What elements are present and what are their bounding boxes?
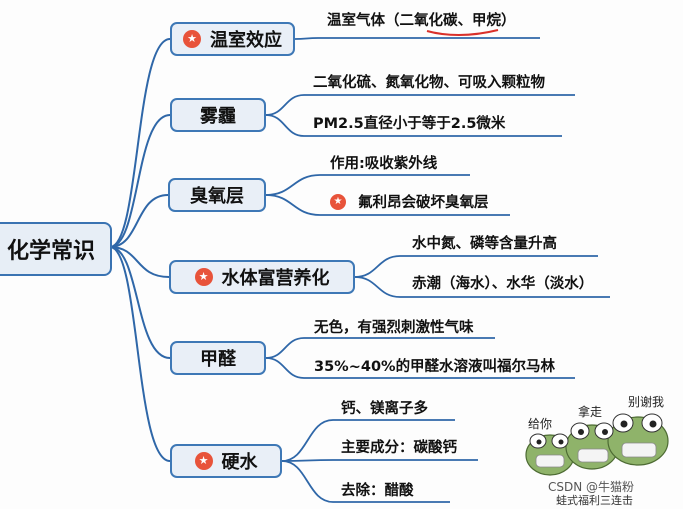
- frog-sticker: 给你 拿走 别谢我: [510, 385, 683, 505]
- sticker-bubble-2: 拿走: [578, 405, 603, 419]
- leaf-connector: [265, 114, 305, 137]
- leaf-connector: [281, 459, 334, 462]
- leaf-text: 二氧化硫、氮氧化物、可吸入颗粒物: [313, 75, 545, 91]
- branch-line: [109, 38, 171, 248]
- category-node-hard-water[interactable]: ★ 硬水: [170, 444, 282, 478]
- star-icon: ★: [194, 268, 213, 286]
- category-label: 雾霾: [200, 106, 236, 127]
- leaf-text: 水中氮、磷等含量升高: [412, 236, 557, 252]
- leaf-text: PM2.5直径小于等于2.5微米: [313, 116, 506, 132]
- star-icon: ★: [183, 30, 201, 48]
- leaf-pm25[interactable]: PM2.5直径小于等于2.5微米: [313, 112, 505, 133]
- category-label: 甲醛: [200, 349, 236, 370]
- category-node-smog[interactable]: 雾霾: [170, 98, 266, 132]
- watermark: CSDN @牛猫粉: [548, 480, 635, 494]
- leaf-connector: [265, 174, 321, 196]
- leaf-connector: [281, 460, 334, 503]
- leaf-text: 作用:吸收紫外线: [330, 156, 438, 172]
- leaf-red-tide[interactable]: 赤潮（海水）、水华（淡水）: [412, 272, 593, 293]
- category-node-formaldehyde[interactable]: 甲醛: [170, 341, 266, 375]
- leaf-connector: [265, 94, 305, 116]
- leaf-connector: [265, 337, 305, 359]
- root-label: 化学常识: [6, 239, 95, 264]
- category-label: 臭氧层: [190, 186, 244, 207]
- branch-line: [109, 114, 171, 248]
- leaf-connector: [294, 37, 319, 40]
- leaf-formaldehyde-property[interactable]: 无色，有强烈刺激性气味: [314, 316, 474, 337]
- leaf-text: 去除：醋酸: [341, 483, 414, 499]
- leaf-text: 无色，有强烈刺激性气味: [314, 320, 474, 336]
- branch-line: [109, 246, 171, 462]
- root-node[interactable]: 化学常识: [0, 222, 112, 276]
- leaf-smog-pollutants[interactable]: 二氧化硫、氮氧化物、可吸入颗粒物: [313, 71, 545, 92]
- category-label: 温室效应: [210, 30, 282, 51]
- leaf-main-component[interactable]: 主要成分：碳酸钙: [341, 436, 457, 457]
- leaf-connector: [265, 357, 305, 379]
- branch-line: [109, 246, 170, 278]
- leaf-text: 主要成分：碳酸钙: [341, 440, 457, 456]
- leaf-ozone-function[interactable]: 作用:吸收紫外线: [330, 152, 437, 173]
- leaf-removal[interactable]: 去除：醋酸: [341, 479, 414, 500]
- leaf-text: 温室气体（二氧化碳、甲烷）: [327, 13, 516, 29]
- leaf-nitrogen-phosphorus[interactable]: 水中氮、磷等含量升高: [412, 232, 557, 253]
- leaf-text: 钙、镁离子多: [341, 401, 428, 417]
- red-annotation-underline: [426, 29, 499, 36]
- leaf-text: 赤潮（海水）、水华（淡水）: [412, 276, 594, 292]
- category-label: 硬水: [221, 452, 258, 473]
- leaf-connector: [354, 255, 401, 278]
- leaf-connector: [354, 276, 401, 298]
- category-node-eutrophication[interactable]: ★ 水体富营养化: [169, 260, 355, 294]
- leaf-text: 氟利昂会破坏臭氧层: [358, 195, 489, 211]
- sticker-bubble-3: 别谢我: [628, 395, 665, 409]
- leaf-formalin[interactable]: 35%~40%的甲醛水溶液叫福尔马林: [314, 355, 555, 376]
- leaf-freon[interactable]: ★ 氟利昂会破坏臭氧层: [330, 191, 489, 212]
- leaf-calcium-magnesium[interactable]: 钙、镁离子多: [341, 397, 428, 418]
- leaf-text: 35%~40%的甲醛水溶液叫福尔马林: [314, 359, 556, 375]
- category-node-ozone[interactable]: 臭氧层: [168, 178, 266, 212]
- category-node-greenhouse[interactable]: ★ 温室效应: [170, 22, 295, 56]
- leaf-connector: [265, 194, 321, 216]
- sticker-bubble-1: 给你: [528, 417, 553, 431]
- sticker-caption: 蛙式福利三连击: [556, 494, 633, 507]
- leaf-greenhouse-gases[interactable]: 温室气体（二氧化碳、甲烷）: [327, 9, 516, 30]
- category-label: 水体富营养化: [221, 268, 330, 289]
- star-icon: ★: [194, 452, 213, 470]
- branch-line: [109, 246, 171, 359]
- star-icon: ★: [330, 193, 346, 210]
- branch-line: [109, 194, 169, 248]
- frog-sticker-art: [525, 413, 669, 476]
- leaf-connector: [281, 419, 334, 462]
